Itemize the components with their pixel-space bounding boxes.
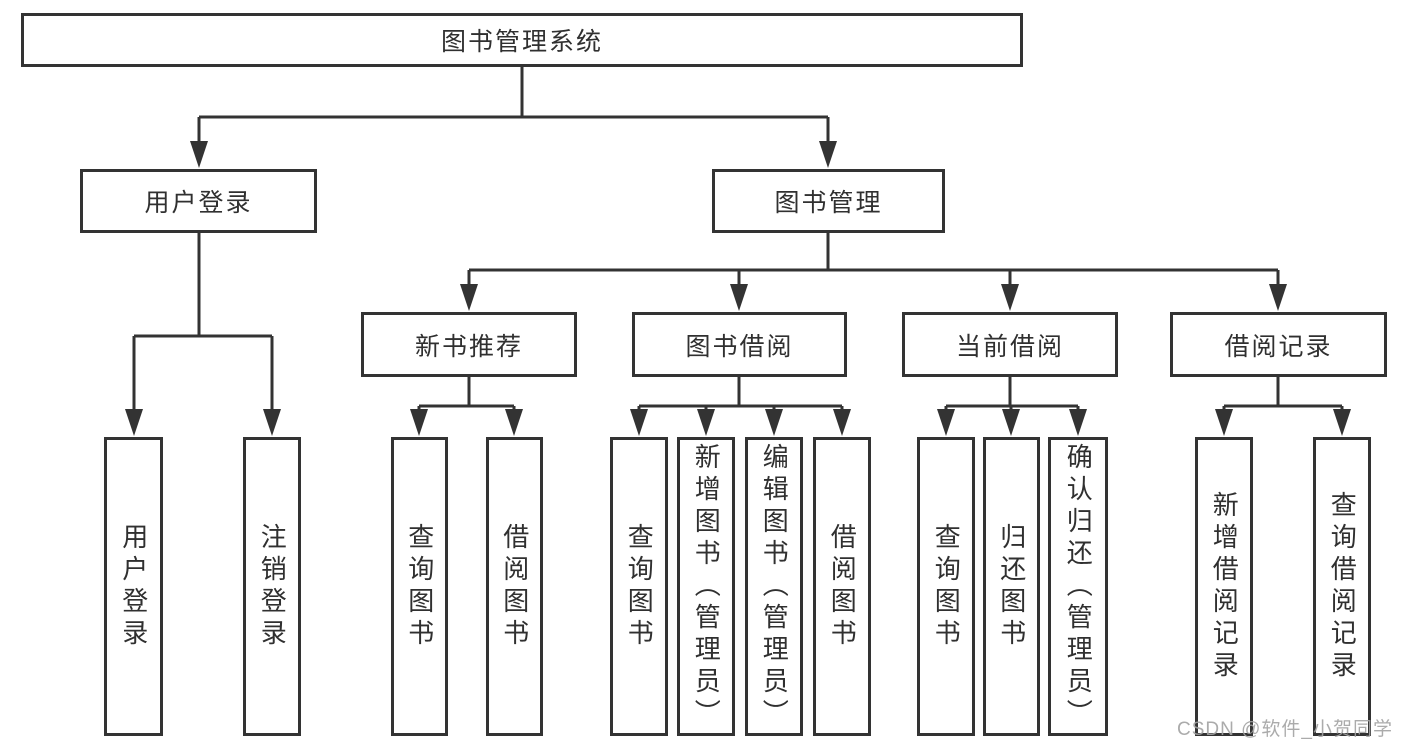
- connector-borrow-records-to-children: [1215, 375, 1351, 436]
- node-login-leaf: 用户登录: [104, 437, 163, 736]
- node-current-borrow: 当前借阅: [902, 312, 1118, 377]
- node-borrow-books-leaf-label: 借阅图书: [827, 522, 858, 651]
- node-logout-leaf-label: 注销登录: [257, 522, 288, 651]
- node-query-books-borrow-label: 查询图书: [624, 522, 655, 651]
- node-borrow-books-rec: 借阅图书: [486, 437, 543, 736]
- connector-book-mgmt-to-level2: [460, 233, 1287, 311]
- node-query-books-rec-label: 查询图书: [404, 522, 435, 651]
- csdn-watermark: CSDN @软件_小贺同学: [1177, 719, 1393, 740]
- node-query-borrow-record: 查询借阅记录: [1313, 437, 1371, 736]
- node-borrow-books-rec-label: 借阅图书: [499, 522, 530, 651]
- node-return-book-label: 归还图书: [996, 522, 1027, 651]
- node-borrow-records: 借阅记录: [1170, 312, 1387, 377]
- node-book-mgmt: 图书管理: [712, 169, 945, 233]
- node-login-leaf-label: 用户登录: [118, 522, 149, 651]
- node-add-book-admin-label: 新增图书（管理员）: [691, 442, 722, 731]
- node-query-borrow-record-label: 查询借阅记录: [1327, 490, 1358, 683]
- node-add-borrow-record-label: 新增借阅记录: [1209, 490, 1240, 683]
- node-logout-leaf: 注销登录: [243, 437, 301, 736]
- connector-book-borrow-to-children: [630, 375, 851, 436]
- node-confirm-return-admin-label: 确认归还（管理员）: [1063, 442, 1094, 731]
- node-query-books-rec: 查询图书: [391, 437, 448, 736]
- node-edit-book-admin-label: 编辑图书（管理员）: [759, 442, 790, 731]
- node-query-books-borrow: 查询图书: [610, 437, 668, 736]
- node-borrow-books-leaf: 借阅图书: [813, 437, 871, 736]
- node-library-system: 图书管理系统: [21, 13, 1023, 67]
- node-new-book-rec: 新书推荐: [361, 312, 577, 377]
- node-book-borrow: 图书借阅: [632, 312, 847, 377]
- node-confirm-return-admin: 确认归还（管理员）: [1048, 437, 1108, 736]
- node-query-books-current: 查询图书: [917, 437, 975, 736]
- node-query-books-current-label: 查询图书: [931, 522, 962, 651]
- node-edit-book-admin: 编辑图书（管理员）: [745, 437, 803, 736]
- connector-user-login-to-children: [125, 233, 281, 436]
- connector-root-to-level1: [190, 67, 837, 168]
- node-add-book-admin: 新增图书（管理员）: [677, 437, 735, 736]
- connector-current-borrow-to-children: [937, 375, 1087, 436]
- node-add-borrow-record: 新增借阅记录: [1195, 437, 1253, 736]
- connector-new-book-rec-to-children: [410, 375, 523, 436]
- node-user-login: 用户登录: [80, 169, 317, 233]
- node-return-book: 归还图书: [983, 437, 1040, 736]
